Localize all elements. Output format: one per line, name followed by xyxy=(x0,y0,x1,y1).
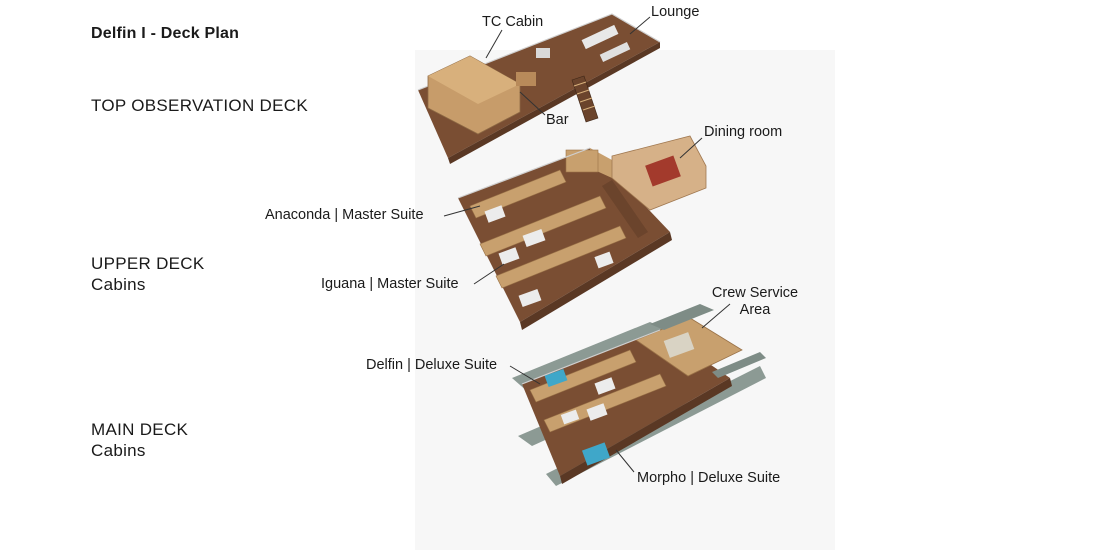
deck-label-main-line2: Cabins xyxy=(91,441,146,460)
callout-crew-service-area: Crew Service Area xyxy=(706,285,804,319)
callout-dining-room: Dining room xyxy=(704,124,783,140)
deck-label-upper-line2: Cabins xyxy=(91,275,146,294)
callout-iguana-suite: Iguana | Master Suite xyxy=(321,276,459,292)
page-title: Delfin I - Deck Plan xyxy=(91,25,240,42)
deck-label-upper-line1: UPPER DECK xyxy=(91,254,205,273)
callout-crew-line2: Area xyxy=(739,302,771,318)
deck-label-main-line1: MAIN DECK xyxy=(91,420,189,439)
top-deck xyxy=(417,13,661,164)
upper-deck xyxy=(457,135,707,330)
main-deck xyxy=(512,304,766,486)
leader-lines xyxy=(443,16,731,473)
deck-label-top-line1: TOP OBSERVATION DECK xyxy=(91,96,308,115)
callout-crew-line1: Crew Service xyxy=(711,285,799,301)
deck-label-top: TOP OBSERVATION DECK xyxy=(91,95,308,116)
callout-delfin-suite: Delfin | Deluxe Suite xyxy=(366,357,498,373)
pool-delfin xyxy=(544,368,568,388)
callout-tc-cabin: TC Cabin xyxy=(482,14,544,30)
callout-anaconda-suite: Anaconda | Master Suite xyxy=(265,207,424,223)
deck-label-main: MAIN DECK Cabins xyxy=(91,419,188,461)
callout-bar: Bar xyxy=(546,112,569,128)
pool-morpho xyxy=(581,442,611,466)
deck-label-upper: UPPER DECK Cabins xyxy=(91,253,205,295)
callout-morpho-suite: Morpho | Deluxe Suite xyxy=(637,470,781,486)
callout-lounge: Lounge xyxy=(651,4,700,20)
